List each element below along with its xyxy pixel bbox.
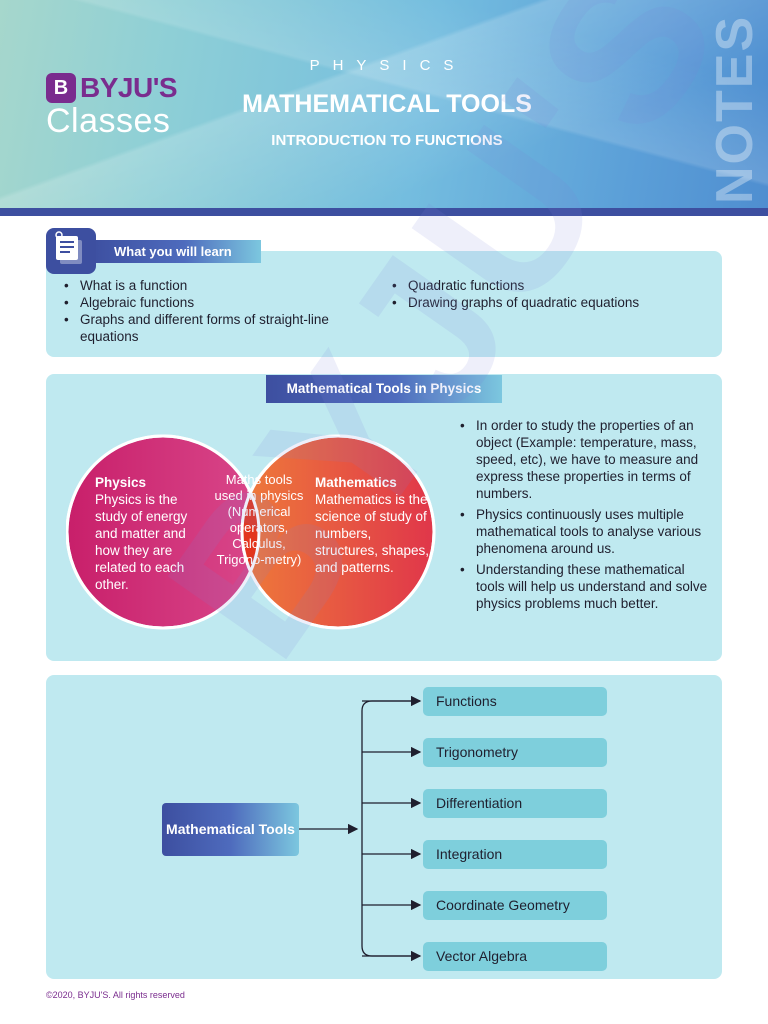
maths-body: Mathematics is the science of study of n… <box>315 492 430 575</box>
venn-shapes <box>66 434 436 630</box>
tools-panel <box>46 675 722 979</box>
list-item: Algebraic functions <box>60 294 380 311</box>
page-title: MATHEMATICAL TOOLS <box>242 90 532 118</box>
list-item: What is a function <box>60 277 380 294</box>
subject-label: PHYSICS <box>309 57 467 74</box>
tree-leaf-coordinate-geometry: Coordinate Geometry <box>423 891 607 920</box>
list-item: Understanding these mathematical tools w… <box>456 561 712 612</box>
brand-logo: B BYJU'S Classes <box>46 72 178 141</box>
overlap-text: Maths tools used in physics (Numerical o… <box>214 472 304 567</box>
tree-leaf-differentiation: Differentiation <box>423 789 607 818</box>
copyright-footer: ©2020, BYJU'S. All rights reserved <box>46 990 185 1000</box>
notes-icon <box>46 228 96 274</box>
header-banner: B BYJU'S Classes PHYSICS MATHEMATICAL TO… <box>0 0 768 210</box>
physics-body: Physics is the study of energy and matte… <box>95 492 188 592</box>
list-item: Quadratic functions <box>388 277 708 294</box>
list-item: Graphs and different forms of straight-l… <box>60 311 380 345</box>
brand-sub: Classes <box>46 102 171 140</box>
list-item: Physics continuously uses multiple mathe… <box>456 506 712 557</box>
header-decoration <box>0 0 768 210</box>
list-item: Drawing graphs of quadratic equations <box>388 294 708 311</box>
learn-list-right: Quadratic functions Drawing graphs of qu… <box>388 277 708 311</box>
header-decoration <box>0 0 768 210</box>
tree-leaf-integration: Integration <box>423 840 607 869</box>
tree-leaf-functions: Functions <box>423 687 607 716</box>
maths-heading: Mathematics <box>315 475 397 490</box>
list-item: In order to study the properties of an o… <box>456 417 712 502</box>
venn-diagram: Physics Physics is the study of energy a… <box>66 418 440 648</box>
header-divider <box>0 208 768 216</box>
tree-leaf-vector-algebra: Vector Algebra <box>423 942 607 971</box>
physics-text: Physics Physics is the study of energy a… <box>95 474 207 593</box>
tree-leaf-trigonometry: Trigonometry <box>423 738 607 767</box>
page-subtitle: INTRODUCTION TO FUNCTIONS <box>271 132 503 149</box>
venn-bullet-list: In order to study the properties of an o… <box>456 417 712 616</box>
brand-mark-icon: B <box>46 73 76 103</box>
learn-list-left: What is a function Algebraic functions G… <box>60 277 380 345</box>
maths-text: Mathematics Mathematics is the science o… <box>315 474 437 576</box>
venn-tab: Mathematical Tools in Physics <box>266 375 502 403</box>
tree-root: Mathematical Tools <box>162 803 299 856</box>
learn-tab: What you will learn <box>90 240 261 263</box>
brand-name: BYJU'S <box>80 72 178 103</box>
physics-heading: Physics <box>95 475 147 490</box>
